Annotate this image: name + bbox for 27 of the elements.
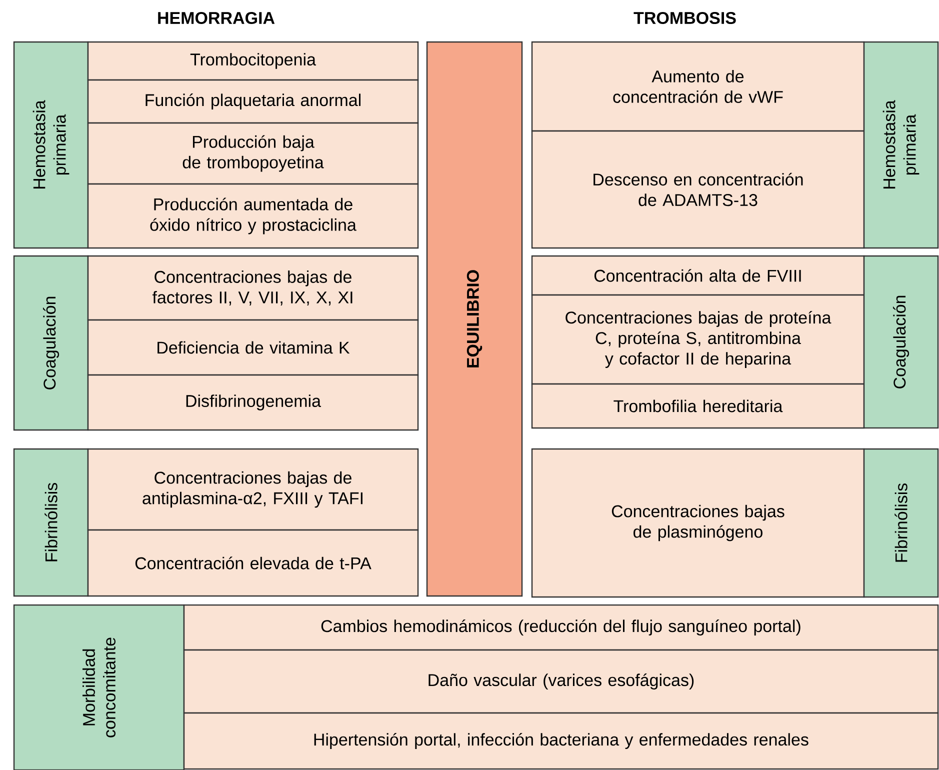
cause-box: Aumento de concentración de vWF (531, 41, 865, 132)
side-label-box: Coagulación (863, 255, 939, 429)
cause-box: Función plaquetaria anormal (87, 79, 419, 124)
cause-box: Concentraciones bajas de antiplasmina-α2, FXIII y TAFI (87, 448, 419, 531)
side-label-box: Morbilidad concomitante (13, 604, 185, 770)
side-label-box: Hemostasia primaria (13, 41, 89, 249)
cause-box: Concentración elevada de t-PA (87, 529, 419, 597)
cause-box: Producción aumentada de óxido nítrico y prostaciclina (87, 183, 419, 249)
cause-box: Producción baja de trombopoyetina (87, 122, 419, 185)
cause-box: Daño vascular (varices esofágicas) (183, 649, 939, 714)
cause-box: Cambios hemodinámicos (reducción del flujo sanguíneo portal) (183, 604, 939, 651)
cause-box: Hipertensión portal, infección bacteriana y enfermedades renales (183, 712, 939, 770)
cause-box: Trombocitopenia (87, 41, 419, 81)
cause-box: Trombofilia hereditaria (531, 383, 865, 429)
cause-box: Concentraciones bajas de factores II, V, VII, IX, X, XI (87, 255, 419, 321)
cause-box: Concentración alta de FVIII (531, 255, 865, 296)
side-label-box: Fibrinólisis (13, 448, 89, 597)
balance-bar: EQUILIBRIO (426, 41, 523, 597)
cause-box: Disfibrinogenemia (87, 374, 419, 431)
column-heading: TROMBOSIS (634, 12, 736, 24)
column-heading: HEMORRAGIA (158, 12, 275, 24)
side-label-box: Hemostasia primaria (863, 41, 939, 249)
cause-box: Deficiencia de vitamina K (87, 319, 419, 376)
side-label-box: Fibrinólisis (863, 448, 939, 598)
cause-box: Concentraciones bajas de plasminógeno (531, 448, 865, 598)
side-label-box: Coagulación (13, 255, 89, 431)
cause-box: Descenso en concentración de ADAMTS-13 (531, 130, 865, 249)
